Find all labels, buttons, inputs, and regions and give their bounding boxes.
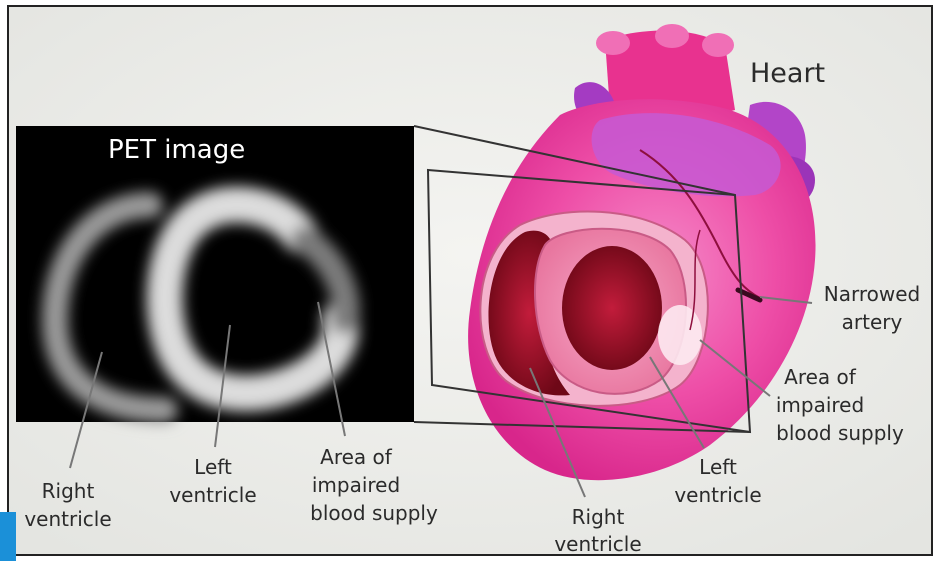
pet-panel: PET image — [16, 126, 414, 422]
vessel-opening-2 — [655, 24, 689, 48]
label-line: Right — [572, 505, 625, 529]
label-line: blood supply — [310, 501, 438, 525]
label-line: ventricle — [554, 532, 641, 556]
label-line: ventricle — [169, 483, 256, 507]
corner-accent — [0, 512, 16, 561]
label-line: impaired — [776, 393, 864, 417]
label-line: blood supply — [776, 421, 904, 445]
label-line: ventricle — [24, 507, 111, 531]
label-line: Area of — [784, 365, 857, 389]
label-line: ventricle — [674, 483, 761, 507]
pet-panel-title: PET image — [108, 135, 245, 165]
impaired-area-patch — [658, 305, 702, 365]
label-line: impaired — [312, 473, 400, 497]
label-line: Area of — [320, 445, 393, 469]
label-line: Left — [699, 455, 737, 479]
label-line: Narrowed — [824, 282, 920, 306]
label-line: artery — [842, 310, 903, 334]
vessel-opening-3 — [702, 33, 734, 57]
heart-title: Heart — [750, 58, 825, 89]
label-line: Right — [42, 479, 95, 503]
label-line: Left — [194, 455, 232, 479]
vessel-opening-1 — [596, 31, 630, 55]
left-ventricle-chamber — [562, 246, 662, 370]
